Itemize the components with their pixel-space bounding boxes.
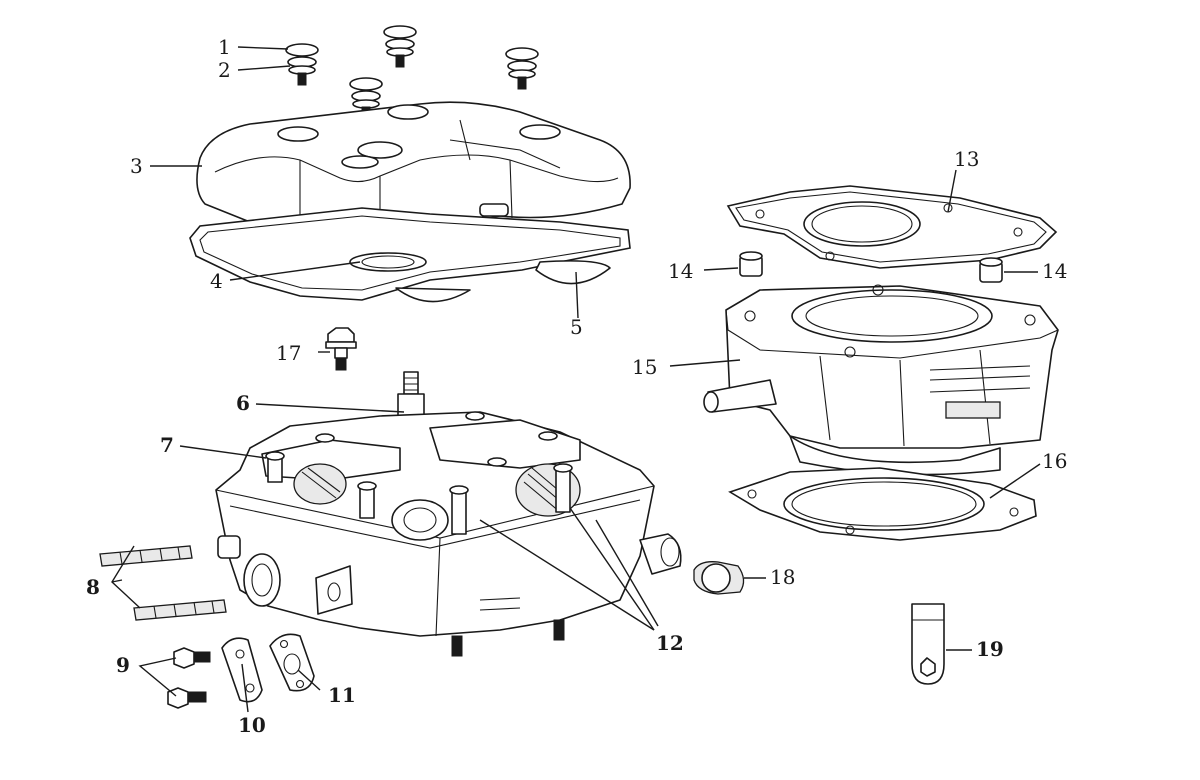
- flange-bolt-17: [325, 327, 357, 371]
- callout-3: 3: [130, 154, 143, 178]
- sealing-plug: [693, 561, 745, 595]
- nut-upper: [173, 647, 211, 669]
- cylinder-block: [703, 284, 1059, 476]
- callout-6: 6: [236, 391, 250, 415]
- callout-14-right: 14: [1042, 259, 1067, 283]
- callout-2: 2: [218, 58, 231, 82]
- gasket-plate-11: [269, 633, 315, 692]
- gasket-plate-10: [221, 637, 263, 703]
- callout-15: 15: [632, 355, 657, 379]
- dowel-pin-right: [979, 257, 1003, 283]
- spark-plug-seal: [349, 252, 427, 272]
- nut-lower: [167, 687, 207, 709]
- callout-19: 19: [976, 637, 1004, 661]
- leader-lines: [111, 46, 1041, 713]
- callout-16: 16: [1042, 449, 1067, 473]
- half-moon-seal-right: [535, 260, 611, 285]
- callout-11: 11: [328, 683, 356, 707]
- head-gasket: [726, 185, 1058, 269]
- callout-18: 18: [770, 565, 795, 589]
- callout-4: 4: [210, 269, 223, 293]
- base-gasket: [728, 467, 1037, 541]
- callout-8: 8: [86, 575, 100, 599]
- callout-14-left: 14: [668, 259, 693, 283]
- stud-upper: [99, 545, 193, 567]
- callout-10: 10: [238, 713, 266, 737]
- dowel-pin-left: [739, 251, 763, 277]
- callout-9: 9: [116, 653, 130, 677]
- cover-bolt-2: [383, 25, 417, 68]
- callout-1: 1: [218, 35, 231, 59]
- callout-17: 17: [276, 341, 301, 365]
- cover-bolt-1: [285, 43, 319, 86]
- cylinder-head: [215, 371, 682, 657]
- callout-12: 12: [656, 631, 684, 655]
- bracket: [911, 603, 945, 685]
- callout-5: 5: [570, 315, 583, 339]
- half-moon-seal-left: [395, 287, 471, 303]
- callout-13: 13: [954, 147, 979, 171]
- callout-7: 7: [160, 433, 174, 457]
- valve-cover: [196, 101, 631, 242]
- cover-bolt-3: [505, 47, 539, 90]
- stud-lower: [133, 599, 227, 621]
